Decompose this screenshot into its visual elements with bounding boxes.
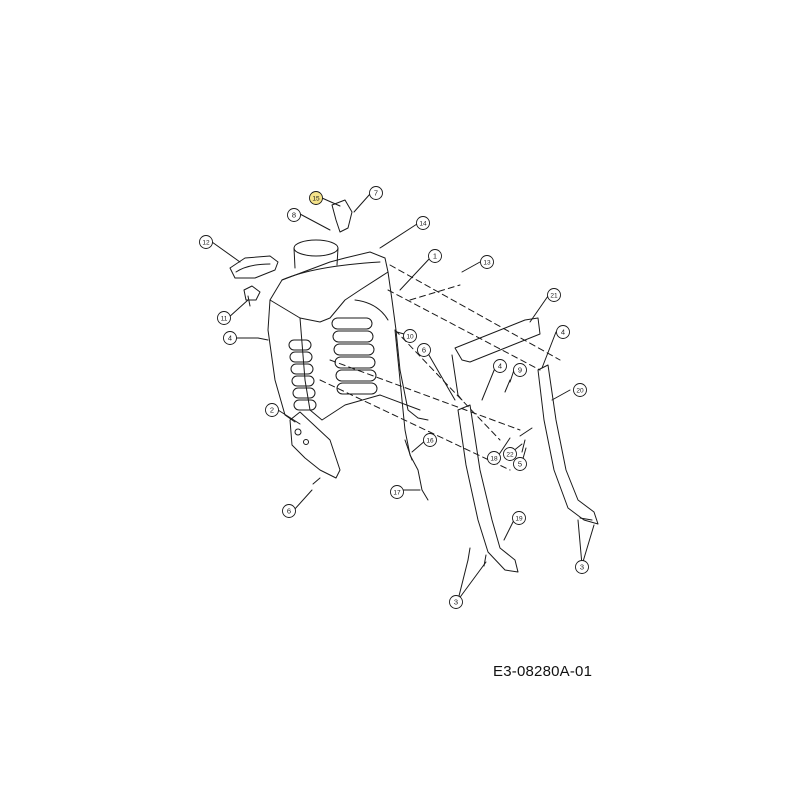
- callout-circle: [282, 504, 296, 518]
- callout-circle: [556, 325, 570, 339]
- callout-18: 18: [487, 451, 501, 465]
- callout-circle: [369, 186, 383, 200]
- callout-number: 4: [228, 334, 232, 343]
- callout-circle: [265, 403, 279, 417]
- callout-circle: [573, 383, 587, 397]
- grille-slots-left: [288, 339, 317, 411]
- callout-4: 4: [556, 325, 570, 339]
- callout-3: 3: [449, 595, 463, 609]
- callout-number: 11: [221, 316, 228, 323]
- callout-number: 21: [550, 293, 558, 300]
- callout-11: 11: [217, 311, 231, 325]
- callout-circle: [493, 359, 507, 373]
- callout-19: 19: [512, 511, 526, 525]
- callout-circle: [217, 311, 231, 325]
- light-bracket: [243, 285, 261, 307]
- callout-number: 5: [518, 460, 522, 469]
- callout-circle: [390, 485, 404, 499]
- callout-2: 2: [265, 403, 279, 417]
- callout-10: 10: [403, 329, 417, 343]
- callout-number: 6: [422, 346, 426, 355]
- callout-number: 3: [580, 563, 584, 572]
- callout-3: 3: [575, 560, 589, 574]
- callout-number: 3: [454, 598, 458, 607]
- callout-4: 4: [493, 359, 507, 373]
- frame-rail-left: [457, 404, 519, 573]
- grille-slots-right: [331, 317, 378, 395]
- callout-15: 15: [309, 191, 323, 205]
- cable-assembly: [394, 329, 429, 501]
- callout-circle: [416, 216, 430, 230]
- callout-12: 12: [199, 235, 213, 249]
- callout-circle: [503, 447, 517, 461]
- callout-7: 7: [369, 186, 383, 200]
- callout-circle: [575, 560, 589, 574]
- callout-number: 17: [393, 490, 401, 497]
- callout-circle: [403, 329, 417, 343]
- callout-number: 4: [498, 362, 502, 371]
- drawing-code: E3-08280A-01: [493, 663, 593, 680]
- callout-circle: [428, 249, 442, 263]
- callout-circle: [449, 595, 463, 609]
- callout-16: 16: [423, 433, 437, 447]
- callout-number: 15: [312, 196, 320, 203]
- callout-circle: [513, 363, 527, 377]
- bolts: [257, 337, 593, 567]
- callout-number: 18: [490, 456, 498, 463]
- callout-number: 10: [406, 334, 414, 341]
- callout-circle: [480, 255, 494, 269]
- callout-circle: [423, 433, 437, 447]
- callout-circle: [417, 343, 431, 357]
- callout-number: 2: [270, 406, 274, 415]
- callout-6: 6: [417, 343, 431, 357]
- callout-8: 8: [287, 208, 301, 222]
- callout-circle: [199, 235, 213, 249]
- callout-22: 22: [503, 447, 517, 461]
- callout-13: 13: [480, 255, 494, 269]
- upper-crossbar: [451, 317, 541, 401]
- callout-number: 19: [515, 516, 523, 523]
- callout-number: 6: [287, 507, 291, 516]
- callout-number: 14: [419, 221, 427, 228]
- bracket-15: [331, 199, 353, 233]
- callout-number: 13: [483, 260, 491, 267]
- callout-9: 9: [513, 363, 527, 377]
- callout-number: 12: [202, 240, 210, 247]
- callout-number: 4: [561, 328, 565, 337]
- frame-rail-right: [537, 364, 599, 525]
- callout-number: 9: [518, 366, 522, 375]
- callout-21: 21: [547, 288, 561, 302]
- callout-circle: [309, 191, 323, 205]
- callout-6: 6: [282, 504, 296, 518]
- callout-circle: [547, 288, 561, 302]
- callout-number: 1: [433, 252, 437, 261]
- callout-17: 17: [390, 485, 404, 499]
- callout-number: 8: [292, 211, 296, 220]
- callout-number: 16: [426, 438, 434, 445]
- callout-number: 22: [506, 452, 514, 459]
- callout-4: 4: [223, 331, 237, 345]
- callout-5: 5: [513, 457, 527, 471]
- headlight-lens: [229, 255, 279, 279]
- callout-circle: [223, 331, 237, 345]
- callout-20: 20: [573, 383, 587, 397]
- callout-1: 1: [428, 249, 442, 263]
- callout-circle: [513, 457, 527, 471]
- callout-circle: [487, 451, 501, 465]
- side-plate-left: [289, 411, 341, 479]
- callouts: 15 7 8 14 12 1 13 11 21 4 10 4 6 4 9 20 2 18 16 22 5 17 6 19 3 3: [199, 186, 589, 609]
- assembly-guide-lines: [319, 264, 561, 471]
- callout-14: 14: [416, 216, 430, 230]
- leader-lines: [211, 193, 595, 601]
- grille-housing: [267, 239, 429, 423]
- callout-number: 20: [576, 388, 584, 395]
- callout-circle: [512, 511, 526, 525]
- callout-number: 7: [374, 189, 378, 198]
- callout-circle: [287, 208, 301, 222]
